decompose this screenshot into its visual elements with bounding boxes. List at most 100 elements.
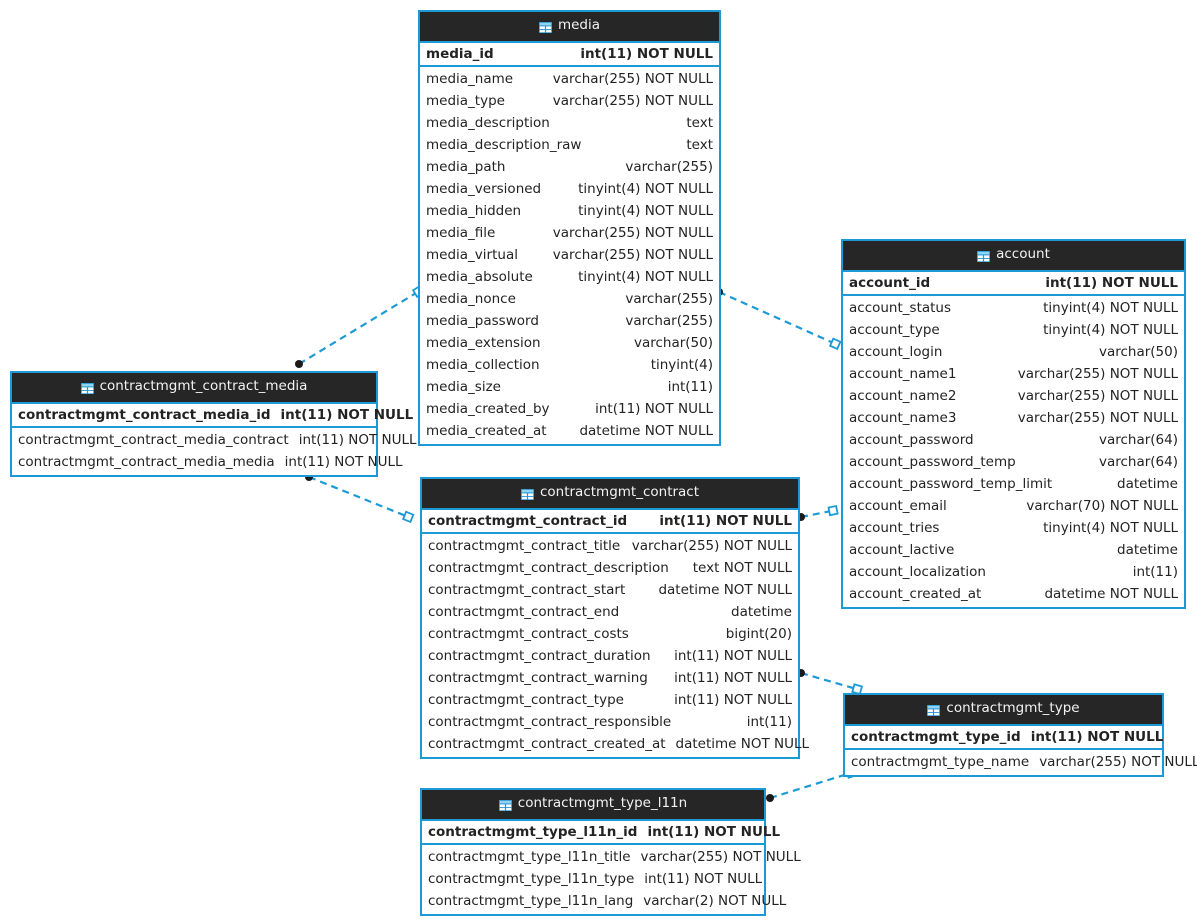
field-row[interactable]: account_created_at datetime NOT NULL	[843, 583, 1184, 605]
entity-name: contractmgmt_contract_media	[99, 378, 308, 394]
entity-header-account[interactable]: account	[843, 241, 1184, 270]
field-type: int(11) NOT NULL	[659, 512, 792, 529]
field-type: int(11) NOT NULL	[580, 45, 713, 62]
field-name: contractmgmt_type_l11n_type	[428, 870, 635, 887]
field-type: int(11) NOT NULL	[284, 453, 403, 470]
field-type: int(11)	[746, 713, 792, 730]
field-type: tinyint(4) NOT NULL	[1043, 519, 1178, 536]
relationship-line	[718, 290, 839, 347]
field-type: datetime	[731, 603, 792, 620]
entity-header-type_l11n[interactable]: contractmgmt_type_l11n	[422, 790, 764, 819]
field-name: contractmgmt_type_l11n_id	[428, 823, 638, 840]
field-name: account_created_at	[849, 585, 982, 602]
field-type: int(11) NOT NULL	[674, 691, 792, 708]
field-type: datetime NOT NULL	[1044, 585, 1178, 602]
field-name: media_absolute	[426, 268, 533, 285]
field-name: media_name	[426, 70, 514, 87]
entity-header-contract_media[interactable]: contractmgmt_contract_media	[12, 373, 376, 402]
field-name: media_password	[426, 312, 539, 329]
field-type: varchar(255) NOT NULL	[552, 246, 713, 263]
relationship-rel-contract-account[interactable]	[797, 504, 839, 521]
field-type: tinyint(4) NOT NULL	[1043, 321, 1178, 338]
field-type: varchar(255) NOT NULL	[631, 537, 792, 554]
relationship-rel-media-contractmedia[interactable]	[295, 284, 426, 368]
relationship-rel-media-account[interactable]	[715, 288, 842, 351]
field-name: media_nonce	[426, 290, 516, 307]
entity-header-type[interactable]: contractmgmt_type	[845, 695, 1162, 724]
field-name: media_file	[426, 224, 496, 241]
relationship-source-dot	[766, 794, 774, 802]
field-name: contractmgmt_contract_costs	[428, 625, 629, 642]
relationship-rel-contractmedia-contract[interactable]	[305, 473, 415, 524]
entity-name: media	[557, 17, 601, 33]
table-icon	[520, 488, 534, 500]
field-type: int(11)	[667, 378, 713, 395]
table-icon	[538, 21, 552, 33]
field-name: media_type	[426, 92, 505, 109]
entity-header-contract[interactable]: contractmgmt_contract	[422, 479, 798, 508]
field-type: int(11) NOT NULL	[298, 431, 417, 448]
entity-table-contract_media[interactable]: contractmgmt_contract_media contractmgmt_…	[10, 371, 417, 477]
relationship-rel-contract-type[interactable]	[797, 669, 864, 696]
field-type: varchar(255)	[625, 158, 713, 175]
entity-header-media[interactable]: media	[420, 12, 719, 41]
